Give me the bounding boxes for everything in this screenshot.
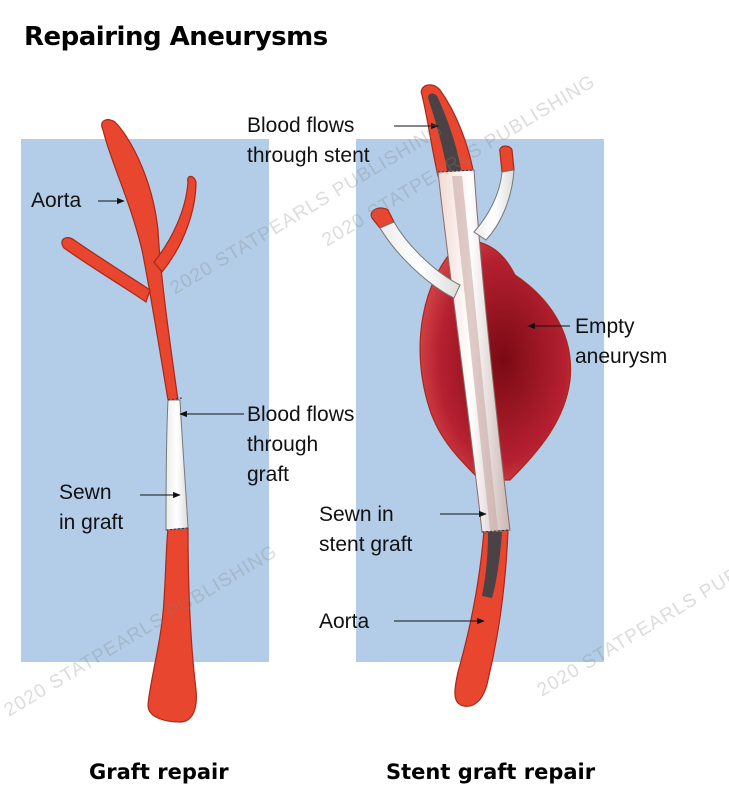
label-sewn-stent-2: stent graft bbox=[319, 533, 413, 556]
label-empty-aneurysm-1: Empty bbox=[575, 315, 635, 338]
stent-core bbox=[452, 176, 498, 530]
left-aorta bbox=[61, 119, 197, 723]
stent-stitches bbox=[437, 169, 511, 533]
stent-leg-right bbox=[473, 169, 515, 241]
label-blood-flows-graft-2: through bbox=[247, 433, 319, 456]
label-blood-flows-graft-1: Blood flows bbox=[247, 403, 355, 426]
label-blood-flows-graft-3: graft bbox=[247, 463, 290, 486]
stent-lumen-top bbox=[428, 93, 462, 176]
label-blood-flows-stent-1: Blood flows bbox=[247, 114, 355, 137]
stent-lumen-bottom bbox=[482, 532, 502, 598]
stent-leg-left bbox=[379, 221, 461, 299]
label-sewn-graft-1: Sewn bbox=[59, 481, 112, 504]
label-aorta-right: Aorta bbox=[319, 610, 370, 633]
caption-graft-repair: Graft repair bbox=[89, 760, 229, 784]
leader-lines bbox=[98, 122, 570, 625]
caption-stent-graft-repair: Stent graft repair bbox=[386, 760, 596, 784]
label-blood-flows-stent-2: through stent bbox=[247, 144, 370, 167]
label-empty-aneurysm-2: aneurysm bbox=[575, 345, 668, 368]
page-title: Repairing Aneurysms bbox=[24, 22, 328, 52]
label-sewn-graft-2: in graft bbox=[59, 511, 124, 534]
label-sewn-stent-1: Sewn in bbox=[319, 503, 394, 526]
label-aorta-left: Aorta bbox=[31, 189, 82, 212]
